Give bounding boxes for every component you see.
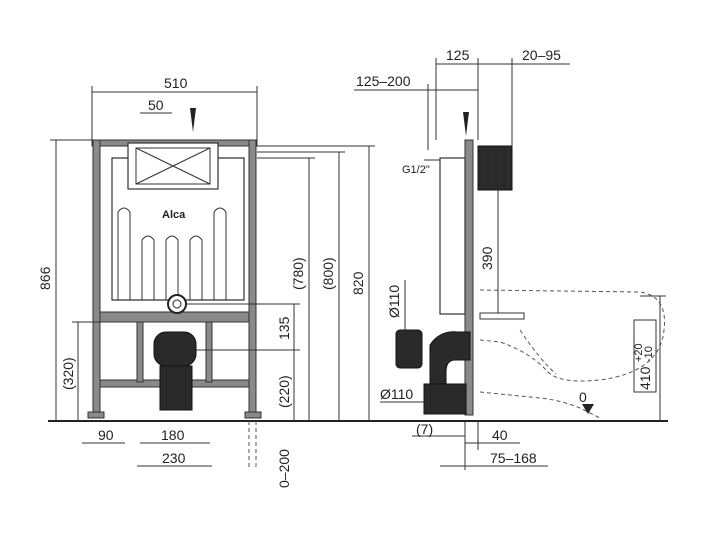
- dim-410-minus: -10: [643, 346, 655, 362]
- drain-pipe: [159, 365, 193, 411]
- dim-820: 820: [350, 271, 366, 295]
- right-foot: [244, 411, 262, 419]
- dim-866: 866: [37, 266, 53, 290]
- side-dimensions: 125 20–95 125–200 G1/2" Ø110 Ø110 390 (7…: [354, 47, 666, 470]
- dim-320: (320): [60, 357, 76, 390]
- dim-125-200: 125–200: [356, 73, 411, 89]
- tank-rib-3: [165, 235, 179, 300]
- dim-410-box: [633, 319, 657, 393]
- bowl-bolt: [479, 312, 525, 320]
- plate-cross-2: [135, 147, 211, 185]
- tank-rib-2: [141, 235, 155, 300]
- dim-230: 230: [162, 450, 186, 466]
- side-view: 0: [395, 112, 665, 419]
- water-arrow-side: [463, 112, 469, 136]
- side-post: [464, 139, 474, 416]
- front-view: Alca: [87, 139, 262, 419]
- dim-780: (780): [290, 257, 306, 290]
- brand-logo: Alca: [162, 209, 186, 221]
- tank-rib-4: [189, 235, 203, 300]
- dim-410: 410: [637, 366, 653, 390]
- dim-75-168: 75–168: [490, 450, 537, 466]
- dim-7: (7): [416, 421, 433, 437]
- dim-410-plus: +20: [633, 343, 645, 362]
- pipe-upper: [395, 329, 423, 369]
- dim-90: 90: [98, 427, 114, 443]
- dim-390: 390: [479, 246, 495, 270]
- dim-40: 40: [492, 427, 508, 443]
- side-cistern: [439, 157, 466, 315]
- water-inlet-label: G1/2": [402, 164, 430, 176]
- bowl-trap: [519, 329, 557, 375]
- frame-left-leg: [136, 321, 144, 383]
- dim-20-95: 20–95: [522, 47, 561, 63]
- dim-pipe-upper: Ø110: [386, 285, 402, 318]
- dim-510: 510: [164, 75, 188, 91]
- dim-floor-zero: 0: [579, 389, 587, 405]
- tank-rib-1: [117, 207, 131, 300]
- pipe-lower: [423, 383, 467, 415]
- dim-800: (800): [320, 257, 336, 290]
- dim-50: 50: [148, 97, 164, 113]
- left-foot: [87, 411, 105, 419]
- flush-plate-inner: [135, 147, 211, 185]
- dim-220: (220): [276, 375, 292, 408]
- dim-180: 180: [161, 427, 185, 443]
- dim-0-200: 0–200: [276, 449, 292, 488]
- tank-rib-5: [213, 207, 227, 300]
- side-plate: [477, 145, 513, 191]
- outlet-inner: [172, 299, 182, 309]
- frame-right-post: [248, 139, 257, 416]
- drain-connector: [153, 331, 197, 367]
- bowl-base: [479, 391, 601, 419]
- dim-125: 125: [446, 47, 470, 63]
- water-arrow-front: [190, 108, 196, 132]
- frame-left-post: [92, 139, 101, 416]
- floor-marker: [582, 404, 594, 414]
- frame-right-leg: [205, 321, 213, 383]
- pipe-elbow: [429, 331, 471, 385]
- front-dimensions: 510 50 866 (320) 90 180 230 (780) (800) …: [37, 75, 375, 488]
- dim-pipe-lower: Ø110: [380, 386, 413, 402]
- toilet-bowl: [479, 289, 665, 382]
- dim-135: 135: [276, 316, 292, 340]
